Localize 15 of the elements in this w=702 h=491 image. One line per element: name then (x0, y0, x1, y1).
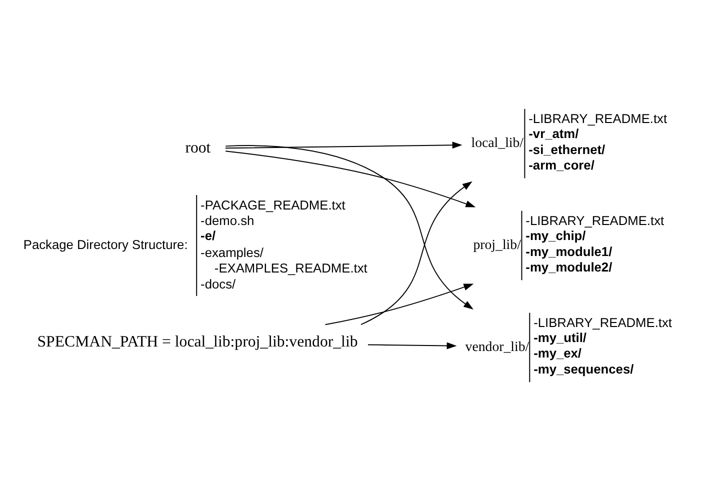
arrow (360, 181, 472, 326)
arrow (324, 284, 474, 326)
arrow (224, 142, 462, 149)
label: -examples/ (200, 244, 264, 260)
label: -e/ (200, 228, 216, 243)
arrow (225, 150, 476, 208)
node-text: SPECMAN_PATH = local_lib:proj_lib:vendor_lib (37, 333, 358, 350)
node-text: root (185, 139, 211, 156)
label: -PACKAGE_README.txt (200, 197, 346, 212)
label: -demo.sh (200, 213, 254, 228)
arrow (225, 145, 474, 310)
label: Package Directory Structure: (23, 236, 188, 252)
label: -docs/ (200, 276, 236, 292)
label: -EXAMPLES_README.txt (214, 260, 368, 276)
arrow (368, 342, 457, 350)
